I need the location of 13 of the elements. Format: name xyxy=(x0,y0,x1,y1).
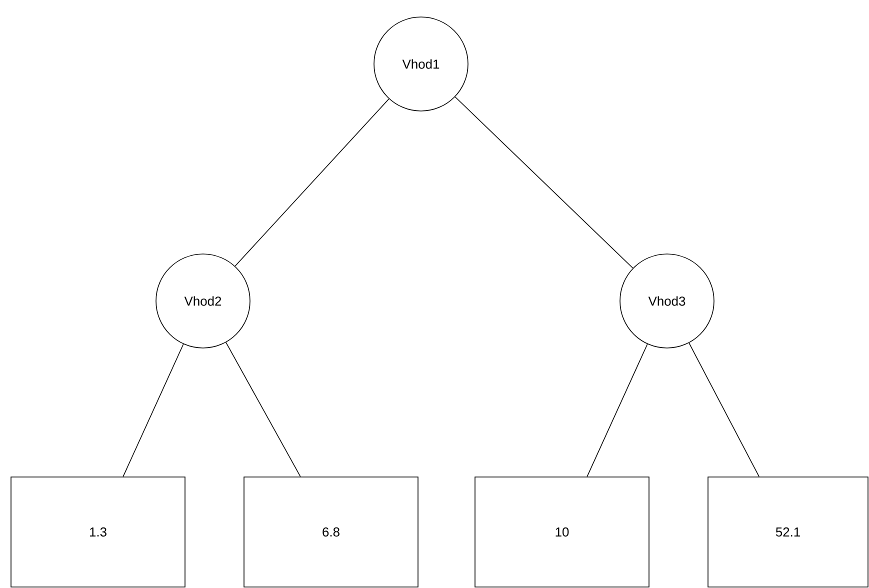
circle-node: Vhod1 xyxy=(374,16,468,112)
connector-line xyxy=(454,96,634,268)
connector-line xyxy=(586,344,648,477)
circle-node: Vhod3 xyxy=(620,254,714,348)
circle-node: Vhod2 xyxy=(156,254,250,348)
value-box: 52.1 xyxy=(708,476,868,588)
value-box: 6.8 xyxy=(244,476,418,588)
value-box: 1.3 xyxy=(10,476,186,588)
value-box: 10 xyxy=(474,476,650,588)
connector-line xyxy=(234,98,390,266)
connector-line xyxy=(688,342,760,477)
connector-line xyxy=(226,342,301,477)
connector-line xyxy=(122,344,184,477)
